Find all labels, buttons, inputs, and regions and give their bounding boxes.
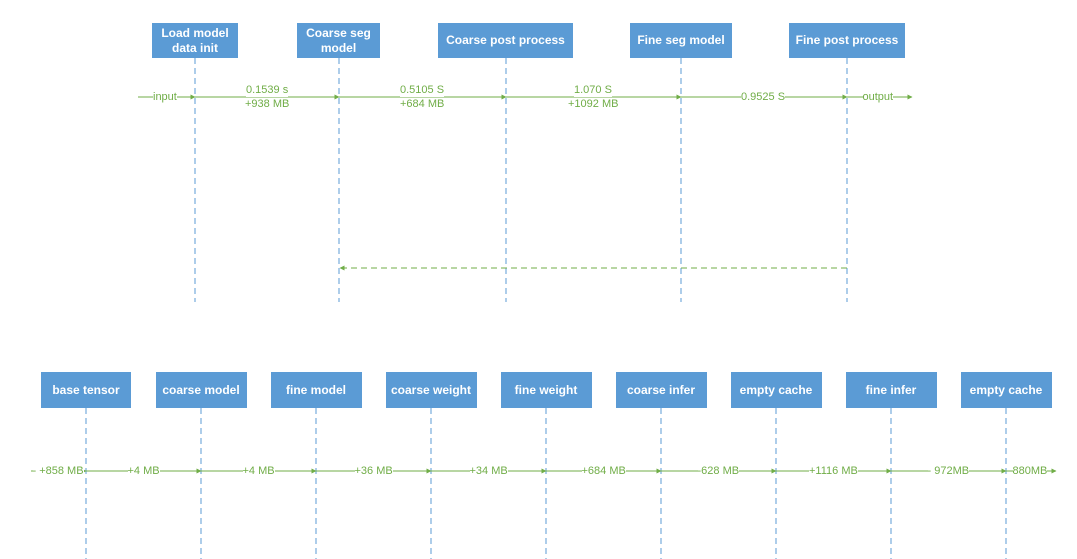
step-label-bottom-6: -628 MB xyxy=(697,464,740,478)
input-label: input xyxy=(153,90,177,104)
bottom-box-6: empty cache xyxy=(730,372,822,408)
bottom-box-0: base tensor xyxy=(41,372,131,408)
step-label-bottom-5: +684 MB xyxy=(581,464,626,478)
step-label-top-0-b: +938 MB xyxy=(245,97,290,111)
step-label-bottom-1: +4 MB xyxy=(127,464,160,478)
step-label-top-1-a: 0.5105 S xyxy=(400,83,445,97)
top-box-3: Fine seg model xyxy=(630,23,732,58)
step-label-top-2-a: 1.070 S xyxy=(574,83,612,97)
top-box-4: Fine post process xyxy=(789,23,905,58)
step-label-bottom-9: 880MB xyxy=(1012,464,1048,478)
output-label: output xyxy=(862,90,894,104)
step-label-top-3-a: 0.9525 S xyxy=(741,90,786,104)
step-label-bottom-4: +34 MB xyxy=(469,464,508,478)
step-label-bottom-8: - 972MB xyxy=(927,464,970,478)
bottom-box-4: fine weight xyxy=(500,372,592,408)
bottom-box-5: coarse infer xyxy=(615,372,707,408)
top-box-1: Coarse seg model xyxy=(297,23,380,58)
step-label-top-0-a: 0.1539 s xyxy=(246,83,289,97)
step-label-bottom-7: +1116 MB xyxy=(809,464,858,478)
step-label-top-1-b: +684 MB xyxy=(400,97,445,111)
step-label-bottom-3: +36 MB xyxy=(354,464,393,478)
top-box-0: Load model data init xyxy=(152,23,238,58)
bottom-box-1: coarse model xyxy=(155,372,247,408)
bottom-box-8: empty cache xyxy=(960,372,1052,408)
top-box-2: Coarse post process xyxy=(438,23,573,58)
bottom-box-7: fine infer xyxy=(845,372,937,408)
step-label-top-2-b: +1092 MB xyxy=(568,97,619,111)
step-label-bottom-2: +4 MB xyxy=(242,464,275,478)
bottom-box-2: fine model xyxy=(270,372,362,408)
bottom-box-3: coarse weight xyxy=(385,372,477,408)
step-label-bottom-0: - +858 MB xyxy=(32,464,84,478)
